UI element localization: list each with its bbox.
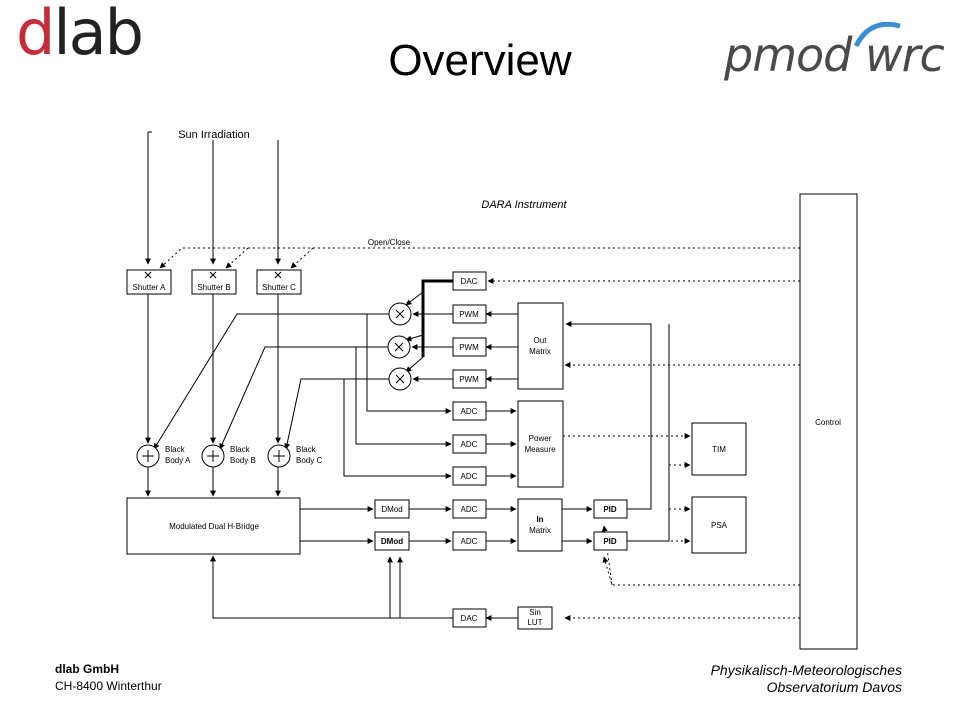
control-label: Control: [815, 418, 841, 427]
sin-lut-line1: Sin: [529, 608, 541, 617]
tim-label: TIM: [712, 445, 726, 454]
pwm-1: PWM: [459, 310, 479, 319]
dlab-logo-lab: lab: [53, 0, 144, 69]
shutter-b: Shutter B: [197, 283, 230, 292]
black-body-a-line1: Black: [165, 445, 186, 454]
instrument-label: DARA Instrument: [481, 199, 567, 211]
dlab-logo-d: d: [16, 0, 55, 69]
out-matrix-line1: Out: [534, 336, 548, 345]
footer-institute-block: Physikalisch-Meteorologisches Observator…: [711, 662, 902, 696]
adc-power-3: ADC: [461, 472, 478, 481]
dac-top: DAC: [461, 277, 478, 286]
black-body-b-line2: Body B: [230, 456, 256, 465]
footer-company-block: dlab GmbH CH-8400 Winterthur: [55, 661, 162, 695]
black-body-c-line2: Body C: [296, 456, 322, 465]
dmod-1: DMod: [381, 505, 402, 514]
pmod-wrc-logo: pmod wrc: [724, 28, 945, 82]
sun-irradiation-label: Sun Irradiation: [152, 126, 280, 141]
dlab-logo: dlab: [16, 2, 144, 64]
shutter-c: Shutter C: [262, 283, 296, 292]
company-name: dlab GmbH: [55, 662, 120, 676]
sin-lut-line2: LUT: [527, 618, 542, 627]
in-matrix-line1: In: [536, 515, 543, 524]
dmod-2: DMod: [381, 537, 403, 546]
adc-in-2: ADC: [461, 537, 478, 546]
company-address: CH-8400 Winterthur: [55, 679, 162, 693]
in-matrix-line2: Matrix: [529, 526, 551, 535]
open-close-label: Open/Close: [368, 238, 411, 247]
shutter-a: Shutter A: [133, 283, 167, 292]
pwm-3: PWM: [459, 375, 479, 384]
h-bridge-label: Modulated Dual H-Bridge: [169, 522, 259, 531]
page-title: Overview: [388, 36, 572, 85]
adc-in-1: ADC: [461, 505, 478, 514]
institute-line2: Observatorium Davos: [766, 679, 902, 695]
black-body-b-line1: Black: [230, 445, 251, 454]
power-measure-line2: Measure: [524, 445, 556, 454]
svg-text:Sun Irradiation: Sun Irradiation: [178, 129, 250, 141]
psa-label: PSA: [711, 521, 728, 530]
black-body-c-line1: Black: [296, 445, 317, 454]
pid-2: PID: [603, 537, 617, 546]
institute-line1: Physikalisch-Meteorologisches: [710, 662, 902, 678]
pwm-2: PWM: [459, 343, 479, 352]
adc-power-2: ADC: [461, 440, 478, 449]
power-measure-line1: Power: [529, 434, 552, 443]
pid-1: PID: [603, 505, 617, 514]
pmod-wrc-logo-arc: [853, 21, 901, 48]
adc-power-1: ADC: [461, 407, 478, 416]
out-matrix-line2: Matrix: [529, 347, 551, 356]
black-body-a-line2: Body A: [165, 456, 191, 465]
dac-bottom: DAC: [461, 614, 478, 623]
